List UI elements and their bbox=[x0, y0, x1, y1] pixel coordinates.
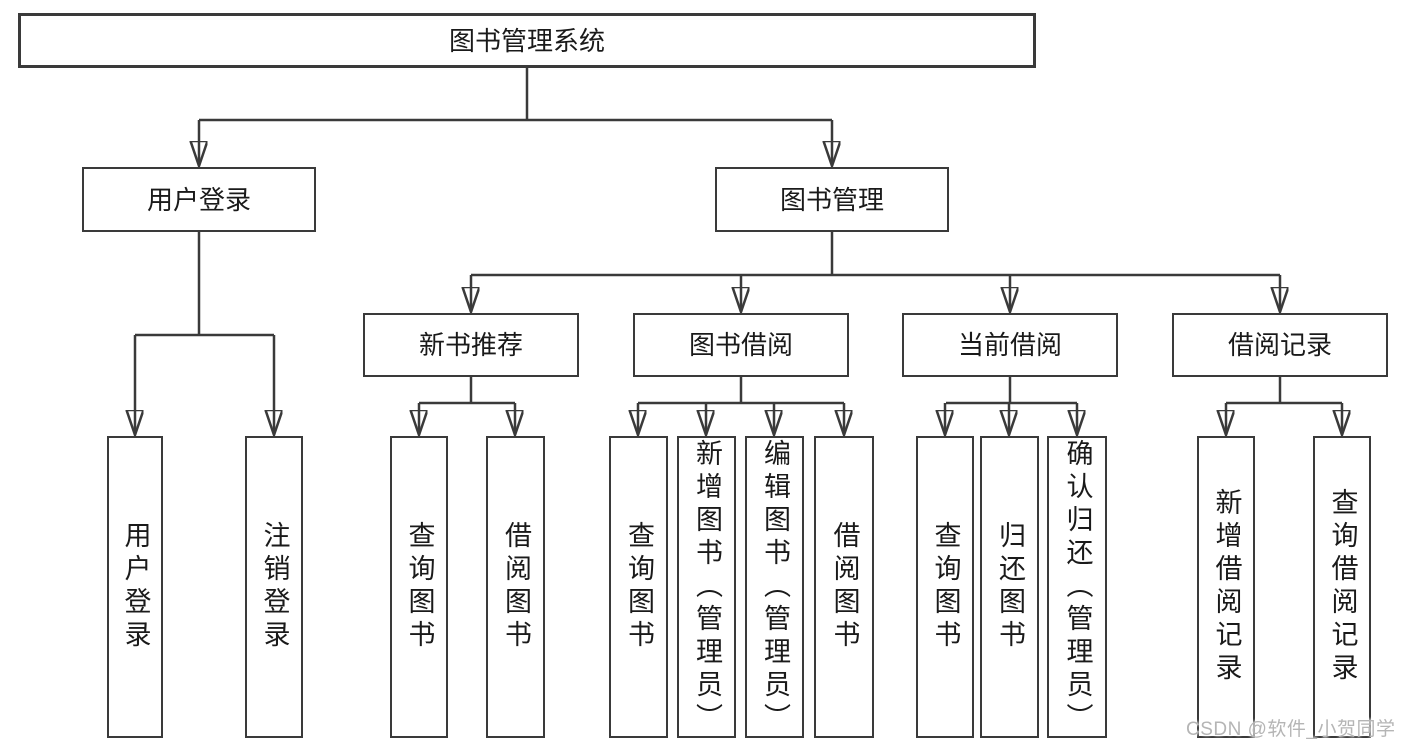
leaf-add-borrow-record: 新增借阅记录 bbox=[1197, 436, 1255, 738]
connector-book-management-split bbox=[471, 232, 1280, 277]
node-user-login-label: 用户登录 bbox=[146, 184, 251, 215]
watermark-text: CSDN @软件_小贺同学 bbox=[1186, 719, 1396, 740]
node-borrow-record: 借阅记录 bbox=[1172, 313, 1388, 377]
node-book-borrow-label: 图书借阅 bbox=[688, 330, 793, 360]
leaf-borrow-books-recommend-label: 借阅图书 bbox=[501, 521, 531, 653]
leaf-borrow-books: 借阅图书 bbox=[814, 436, 874, 738]
leaf-confirm-return-admin-label: 确认归还（管理员） bbox=[1062, 438, 1093, 736]
leaf-edit-books-admin-label: 编辑图书（管理员） bbox=[760, 438, 790, 736]
leaf-query-books-borrow-label: 查询图书 bbox=[624, 521, 654, 653]
connector-borrow-record-split bbox=[1226, 377, 1342, 405]
leaf-add-borrow-record-label: 新增借阅记录 bbox=[1211, 488, 1242, 686]
leaf-confirm-return-admin: 确认归还（管理员） bbox=[1047, 436, 1107, 738]
connector-root-to-level2 bbox=[199, 68, 832, 122]
leaf-query-books-current-label: 查询图书 bbox=[930, 521, 961, 653]
leaf-query-borrow-record: 查询借阅记录 bbox=[1313, 436, 1371, 738]
leaf-edit-books-admin: 编辑图书（管理员） bbox=[745, 436, 804, 738]
node-book-management: 图书管理 bbox=[715, 167, 949, 232]
node-book-management-label: 图书管理 bbox=[779, 184, 884, 215]
connector-user-login-split bbox=[135, 232, 274, 337]
leaf-query-borrow-record-label: 查询借阅记录 bbox=[1327, 488, 1358, 686]
leaf-logout: 注销登录 bbox=[245, 436, 303, 738]
leaf-user-login: 用户登录 bbox=[107, 436, 163, 738]
leaf-add-books-admin-label: 新增图书（管理员） bbox=[692, 438, 722, 736]
connector-current-borrow-split bbox=[946, 377, 1077, 405]
node-current-borrow: 当前借阅 bbox=[902, 313, 1118, 377]
leaf-query-books-recommend: 查询图书 bbox=[390, 436, 448, 738]
leaf-query-books-borrow: 查询图书 bbox=[609, 436, 668, 738]
node-library-system-label: 图书管理系统 bbox=[448, 25, 605, 56]
node-new-book-recommend: 新书推荐 bbox=[363, 313, 579, 377]
leaf-add-books-admin: 新增图书（管理员） bbox=[677, 436, 736, 738]
connector-book-borrow-split bbox=[638, 377, 844, 405]
leaf-return-books-label: 归还图书 bbox=[995, 521, 1025, 653]
connector-new-book-split bbox=[419, 377, 515, 405]
leaf-borrow-books-recommend: 借阅图书 bbox=[486, 436, 545, 738]
leaf-query-books-current: 查询图书 bbox=[916, 436, 974, 738]
leaf-query-books-recommend-label: 查询图书 bbox=[404, 521, 435, 653]
node-new-book-recommend-label: 新书推荐 bbox=[418, 330, 523, 360]
leaf-user-login-label: 用户登录 bbox=[120, 521, 151, 653]
leaf-return-books: 归还图书 bbox=[980, 436, 1039, 738]
node-user-login: 用户登录 bbox=[82, 167, 316, 232]
leaf-borrow-books-label: 借阅图书 bbox=[829, 521, 860, 653]
leaf-logout-label: 注销登录 bbox=[259, 521, 290, 653]
node-borrow-record-label: 借阅记录 bbox=[1227, 330, 1332, 360]
node-library-system: 图书管理系统 bbox=[18, 13, 1036, 68]
node-current-borrow-label: 当前借阅 bbox=[957, 330, 1062, 360]
node-book-borrow: 图书借阅 bbox=[633, 313, 849, 377]
